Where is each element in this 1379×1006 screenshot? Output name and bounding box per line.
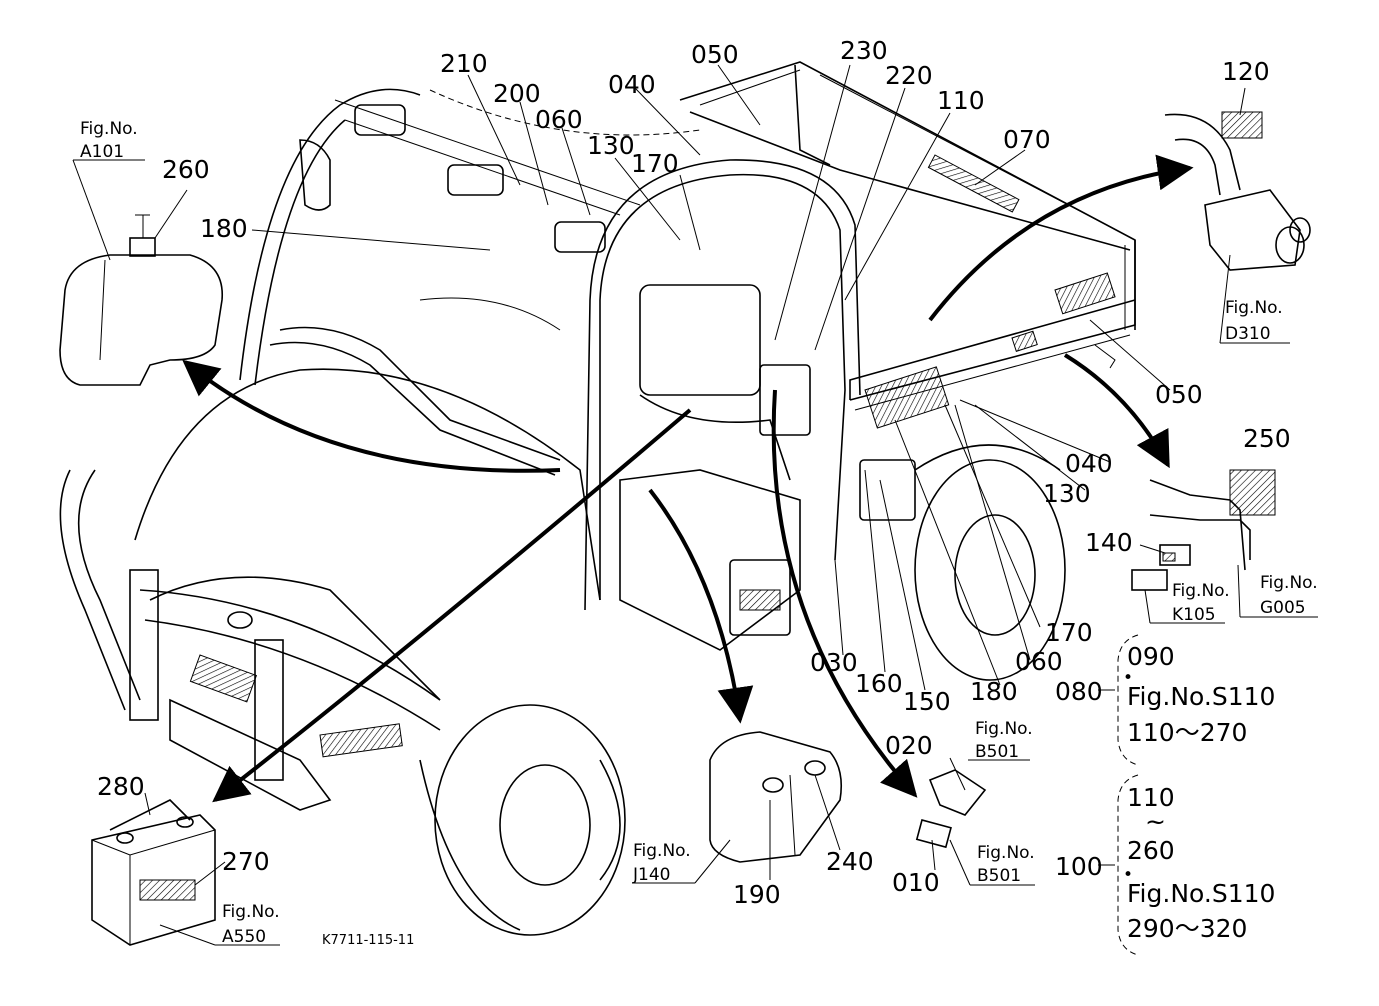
roll-cage	[239, 88, 861, 611]
front-end	[59, 368, 601, 811]
fig-ref-a550: A550	[222, 927, 266, 947]
fuel-tank-j140	[709, 731, 843, 863]
callout-170-right: 170	[1045, 618, 1093, 647]
battery-a550	[91, 799, 216, 946]
fuse-box-b501	[915, 769, 987, 849]
callout-260: 260	[162, 155, 210, 184]
fig-ref-g005: G005	[1260, 598, 1306, 618]
group-100-range: 290～320	[1127, 914, 1247, 943]
fig-label-a550: Fig.No.	[222, 902, 280, 922]
radiator-hose-d310	[1164, 111, 1311, 271]
callout-030: 030	[810, 648, 858, 677]
part-callouts: 210 200 060 040 050 130 170 180 230 220 …	[97, 36, 1291, 909]
arrow-to-a550	[212, 408, 692, 803]
callout-190: 190	[733, 880, 781, 909]
group-080-first: 090	[1127, 642, 1175, 671]
callout-100: 100	[1055, 852, 1103, 881]
fuel-tank-a101	[59, 214, 223, 386]
arrow-to-b501	[771, 389, 918, 798]
callout-220: 220	[885, 61, 933, 90]
group-100-second: 260	[1127, 836, 1175, 865]
fig-ref-d310: D310	[1225, 324, 1271, 344]
fig-ref-b501-top: B501	[975, 742, 1019, 762]
fig-label-g005: Fig.No.	[1260, 573, 1318, 593]
callout-280: 280	[97, 772, 145, 801]
group-100-first: 110	[1127, 783, 1175, 812]
callout-120: 120	[1222, 57, 1270, 86]
group-100-ref: Fig.No.S110	[1127, 879, 1275, 908]
callout-060-right: 060	[1015, 647, 1063, 676]
fig-label-b501-bottom: Fig.No.	[977, 843, 1035, 863]
fig-label-d310: Fig.No.	[1225, 298, 1283, 318]
group-080-range: 110～270	[1127, 718, 1247, 747]
callout-130: 130	[587, 131, 635, 160]
bracket-assembly	[1131, 469, 1276, 591]
utility-vehicle-drawing	[59, 61, 1136, 936]
group-100-note: 110 ~ 260 • Fig.No.S110 290～320	[1123, 783, 1275, 943]
fig-ref-j140: J140	[632, 865, 670, 885]
assembly-arrows	[182, 154, 1194, 803]
fig-label-b501-top: Fig.No.	[975, 719, 1033, 739]
callout-140: 140	[1085, 528, 1133, 557]
callout-270: 270	[222, 847, 270, 876]
arrow-to-j140	[648, 488, 754, 724]
callout-240: 240	[826, 847, 874, 876]
callout-040-right: 040	[1065, 449, 1113, 478]
group-080-note: 090 • Fig.No.S110 110～270	[1123, 642, 1275, 747]
callout-080: 080	[1055, 677, 1103, 706]
callout-010: 010	[892, 868, 940, 897]
fig-ref-b501-bottom: B501	[977, 866, 1021, 886]
callout-230: 230	[840, 36, 888, 65]
callout-020: 020	[885, 731, 933, 760]
group-100-dot: •	[1123, 865, 1133, 885]
callout-200: 200	[493, 79, 541, 108]
fig-ref-a101: A101	[80, 142, 124, 162]
group-080-dot: •	[1123, 668, 1133, 688]
group-100-tilde: ~	[1145, 807, 1166, 836]
arrow-to-d310	[928, 154, 1194, 322]
callout-050: 050	[691, 40, 739, 69]
callout-160: 160	[855, 669, 903, 698]
callout-250: 250	[1243, 424, 1291, 453]
diagram-id: K7711-115-11	[322, 933, 414, 948]
callout-130-right: 130	[1043, 479, 1091, 508]
callout-170: 170	[631, 149, 679, 178]
wheels	[419, 444, 1066, 936]
callout-040: 040	[608, 70, 656, 99]
callout-180: 180	[200, 214, 248, 243]
cab-interior	[269, 284, 916, 651]
arrow-to-a101	[182, 359, 561, 473]
callout-110: 110	[937, 86, 985, 115]
fig-ref-k105: K105	[1172, 605, 1216, 625]
arrow-to-bracket	[1063, 353, 1170, 469]
leader-lines	[72, 64, 1318, 956]
callout-050-right: 050	[1155, 380, 1203, 409]
cargo-bed	[679, 61, 1136, 429]
callout-150: 150	[903, 687, 951, 716]
callout-070: 070	[1003, 125, 1051, 154]
fig-label-a101: Fig.No.	[80, 119, 138, 139]
callout-210: 210	[440, 49, 488, 78]
fig-label-j140: Fig.No.	[633, 841, 691, 861]
fig-label-k105: Fig.No.	[1172, 581, 1230, 601]
callout-180-right: 180	[970, 677, 1018, 706]
callout-060: 060	[535, 105, 583, 134]
group-080-ref: Fig.No.S110	[1127, 682, 1275, 711]
figure-references: Fig.No. A101 Fig.No. D310 Fig.No. K105 F…	[80, 119, 1318, 947]
